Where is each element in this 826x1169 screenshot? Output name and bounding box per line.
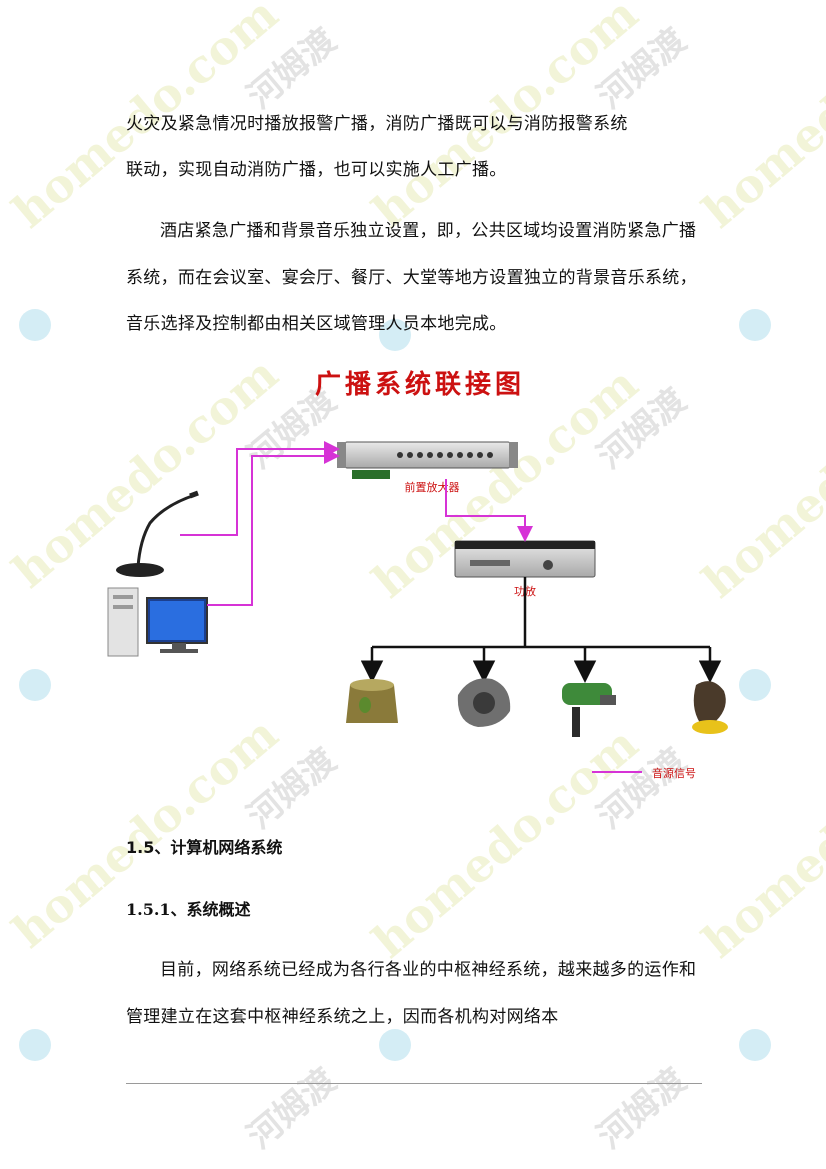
- footer-divider: [126, 1083, 702, 1084]
- section-heading-1-5: 1.5、计算机网络系统: [126, 838, 283, 857]
- preamplifier-label: 前置放大器: [405, 480, 460, 494]
- preamplifier-device: [337, 441, 518, 479]
- paragraph-1-line-2: 联动，实现自动消防广播，也可以实施人工广播。: [126, 160, 507, 180]
- paragraph-2: 酒店紧急广播和背景音乐独立设置，即，公共区域均设置消防紧急广播系统，而在会议室、…: [126, 221, 697, 334]
- watermark-text: 河姆渡: [590, 1061, 694, 1157]
- watermark-text: 河姆渡: [240, 1061, 344, 1157]
- rock-speaker: [457, 678, 511, 727]
- broadcast-diagram: 广播系统联接图 前置放大器 功放: [107, 369, 728, 780]
- paragraph-1-line-1: 火灾及紧急情况时播放报警广播，消防广播既可以与消防报警系统: [126, 114, 628, 134]
- amp-signal-line: [445, 479, 533, 542]
- paragraph-3: 目前，网络系统已经成为各行各业的中枢神经系统，越来越多的运作和管理建立在这套中枢…: [126, 960, 697, 1027]
- diagram-title: 广播系统联接图: [315, 369, 525, 400]
- watermark-flower-icon: [739, 309, 771, 341]
- power-amplifier-device: [454, 540, 596, 578]
- computer-device: [107, 587, 208, 657]
- watermark-flower-icon: [19, 1029, 51, 1061]
- tree-stump-speaker: [346, 679, 398, 723]
- watermark-text: homedo.com: [692, 0, 826, 238]
- pc-signal-line: [207, 448, 340, 606]
- animal-speaker: [692, 681, 728, 734]
- watermark-flower-icon: [739, 1029, 771, 1061]
- section-heading-1-5-1: 1.5.1、系统概述: [126, 900, 251, 919]
- legend-label: 音源信号: [652, 766, 696, 780]
- microphone-device: [116, 490, 199, 577]
- mic-signal-line: [180, 441, 340, 536]
- watermark-flower-icon: [19, 309, 51, 341]
- sign-post-speaker: [562, 683, 616, 737]
